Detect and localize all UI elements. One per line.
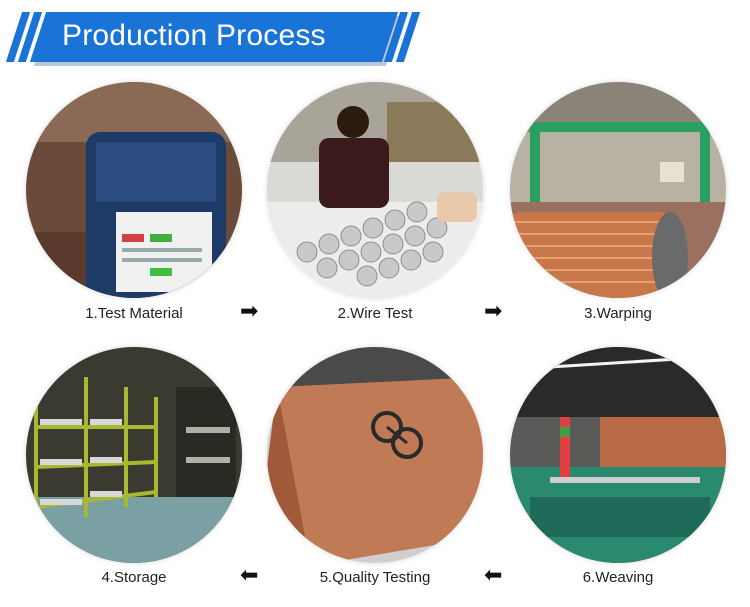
step-1-photo [26,82,242,298]
step-4-photo [26,347,242,563]
step-6-label: 6.Weaving [582,569,654,586]
arrow-left-icon: ⬅ [484,562,503,587]
page-title: Production Process [62,19,326,52]
step-5-label: 5.Quality Testing [319,569,431,586]
step-2-photo [267,82,483,298]
step-2-label: 2.Wire Test [337,305,413,322]
arrow-right-icon: ➡ [484,298,503,323]
arrow-left-icon: ⬅ [240,562,259,587]
arrow-right-icon: ➡ [240,298,259,323]
step-3-label: 3.Warping [584,305,652,322]
step-6-photo [510,347,726,563]
step-1-label: 1.Test Material [85,305,183,322]
step-5-photo [267,347,483,563]
header-banner: Production Process [0,0,750,72]
step-3-photo [510,82,726,298]
step-4-label: 4.Storage [101,569,167,586]
